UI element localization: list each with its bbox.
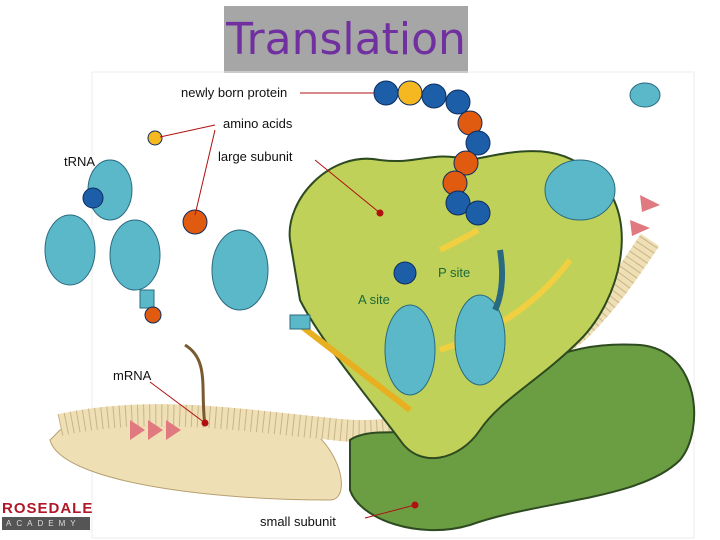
mrna-tail [184,343,207,426]
trna-molecules [44,82,661,396]
trna-p-site [454,249,506,386]
label-large-subunit: large subunit [218,149,293,164]
trna-incoming [211,229,311,330]
leader-lines [149,92,419,519]
direction-markers [130,195,660,440]
label-newly-born-protein: newly born protein [181,85,288,100]
mrna-stripes [57,233,660,443]
slide-title: Translation [226,14,466,65]
trna-a-site [384,304,436,396]
label-trna: tRNA [64,154,96,169]
diagram-frame [91,71,695,539]
arrow-a-to-p [298,322,412,413]
rosedale-academy-logo: ROSEDALE ACADEMY [2,500,94,530]
label-a-site: A site [358,292,390,307]
label-amino-acids: amino acids [223,116,293,131]
logo-top-text: ROSEDALE [2,500,94,517]
trna-left-2 [109,219,161,309]
arrow-protein [438,227,480,253]
trna-exiting [544,82,661,221]
label-small-subunit: small subunit [260,514,336,529]
label-mrna: mRNA [113,368,152,383]
protein-chain [82,80,491,324]
title-box: Translation [224,6,468,73]
label-p-site: P site [438,265,471,280]
logo-bottom-text: ACADEMY [2,517,90,530]
